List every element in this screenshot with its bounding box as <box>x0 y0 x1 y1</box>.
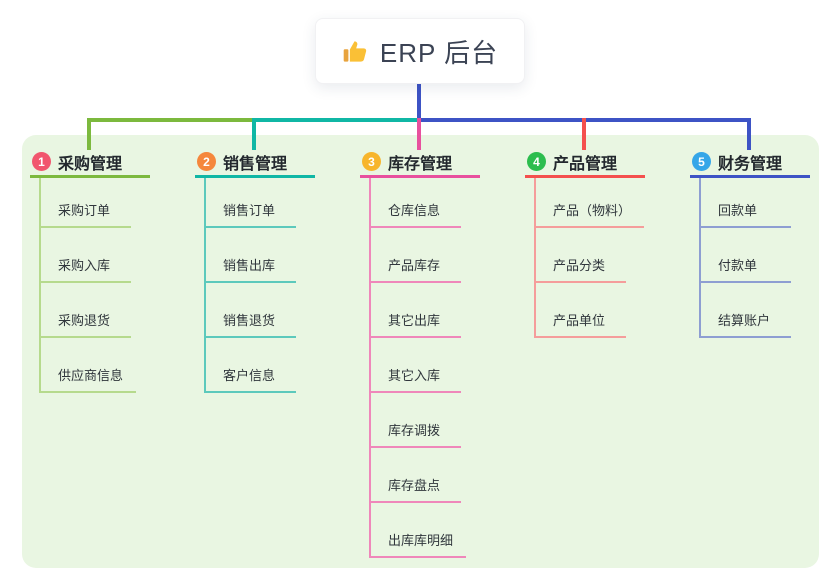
branch-column-5: 5 财务管理回款单付款单结算账户 <box>690 148 839 338</box>
child-node[interactable]: 库存调拨 <box>371 393 461 448</box>
badge-1-icon: 1 <box>32 152 51 171</box>
child-node[interactable]: 产品分类 <box>536 228 626 283</box>
root-connector-line <box>417 80 421 122</box>
child-node[interactable]: 供应商信息 <box>41 338 137 393</box>
branch-drop-line-4 <box>582 118 586 150</box>
children-group-3: 仓库信息产品库存其它出库其它入库库存调拨库存盘点出库库明细 <box>369 178 510 558</box>
child-node[interactable]: 其它入库 <box>371 338 461 393</box>
branch-node-3[interactable]: 3 库存管理 <box>360 148 480 178</box>
child-node[interactable]: 产品库存 <box>371 228 461 283</box>
child-node[interactable]: 回款单 <box>701 178 791 228</box>
branch-label: 销售管理 <box>223 155 288 173</box>
child-node[interactable]: 产品单位 <box>536 283 626 338</box>
child-node[interactable]: 采购订单 <box>41 178 131 228</box>
child-node[interactable]: 结算账户 <box>701 283 791 338</box>
child-node[interactable]: 客户信息 <box>206 338 296 393</box>
child-node[interactable]: 采购入库 <box>41 228 131 283</box>
child-node[interactable]: 销售订单 <box>206 178 296 228</box>
child-node[interactable]: 库存盘点 <box>371 448 461 503</box>
children-group-2: 销售订单销售出库销售退货客户信息 <box>204 178 345 393</box>
child-node[interactable]: 销售出库 <box>206 228 296 283</box>
root-node[interactable]: ERP 后台 <box>315 18 525 84</box>
branch-column-3: 3 库存管理仓库信息产品库存其它出库其它入库库存调拨库存盘点出库库明细 <box>360 148 510 558</box>
trunk-segment-1 <box>89 118 254 122</box>
children-group-4: 产品（物料）产品分类产品单位 <box>534 178 675 338</box>
branch-node-5[interactable]: 5 财务管理 <box>690 148 810 178</box>
trunk-segment-2 <box>252 118 419 122</box>
branch-label: 产品管理 <box>553 155 618 173</box>
child-node[interactable]: 采购退货 <box>41 283 131 338</box>
branches-panel <box>22 135 819 568</box>
branch-node-1[interactable]: 1 采购管理 <box>30 148 150 178</box>
badge-5-icon: 5 <box>692 152 711 171</box>
branch-node-2[interactable]: 2 销售管理 <box>195 148 315 178</box>
branch-node-4[interactable]: 4 产品管理 <box>525 148 645 178</box>
child-node[interactable]: 销售退货 <box>206 283 296 338</box>
branch-drop-line-2 <box>252 118 256 150</box>
branch-column-2: 2 销售管理销售订单销售出库销售退货客户信息 <box>195 148 345 393</box>
root-title: ERP 后台 <box>379 37 499 68</box>
branch-label: 库存管理 <box>388 155 453 173</box>
badge-3-icon: 3 <box>362 152 381 171</box>
branch-column-1: 1 采购管理采购订单采购入库采购退货供应商信息 <box>30 148 180 393</box>
badge-4-icon: 4 <box>527 152 546 171</box>
children-group-5: 回款单付款单结算账户 <box>699 178 839 338</box>
branch-label: 财务管理 <box>718 155 783 173</box>
thumbs-up-icon <box>342 38 369 65</box>
branch-drop-line-5 <box>747 118 751 150</box>
child-node[interactable]: 付款单 <box>701 228 791 283</box>
branch-drop-line-3 <box>417 118 421 150</box>
children-group-1: 采购订单采购入库采购退货供应商信息 <box>39 178 180 393</box>
child-node[interactable]: 仓库信息 <box>371 178 461 228</box>
branch-drop-line-1 <box>87 118 91 150</box>
branch-column-4: 4 产品管理产品（物料）产品分类产品单位 <box>525 148 675 338</box>
child-node[interactable]: 其它出库 <box>371 283 461 338</box>
child-node[interactable]: 出库库明细 <box>371 503 467 558</box>
badge-2-icon: 2 <box>197 152 216 171</box>
child-node[interactable]: 产品（物料） <box>536 178 645 228</box>
branch-label: 采购管理 <box>58 155 123 173</box>
